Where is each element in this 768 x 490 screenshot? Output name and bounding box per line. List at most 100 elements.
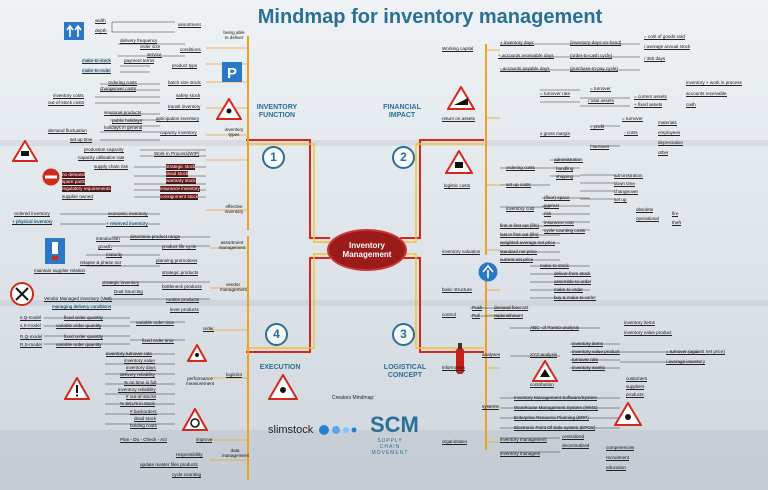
roadworks-sign-icon-2 [268,374,298,400]
label-maturity: maturity [106,252,123,258]
label-planning-promotions: planning promotions [156,258,198,264]
label-performance-measurement: performance measurement [185,376,215,386]
label-demand-fluctuation: demand fluctuation [48,128,87,134]
svg-text:P: P [227,65,237,82]
label-regulatory: regulatory requirements [62,186,111,192]
label-growth: growth [98,244,112,250]
label-contribution: contribution [530,382,554,388]
section-number-2: 2 [392,146,415,169]
label-no-demand: no demand [62,172,85,178]
label-administration-2: administration [614,173,643,179]
label-products: products [626,392,644,398]
label-operational: operational [636,216,659,222]
label-managing-delivery: managing delivery conditions [52,304,112,310]
label-dead-stock: dead stock [166,171,189,177]
label-safety-stock: safety stock [176,93,201,99]
section-inventory-function[interactable]: INVENTORY FUNCTION [256,104,298,119]
label-fifo: first in first out (fifo) [500,223,540,229]
label-suppliers: suppliers [626,384,645,390]
label-inventory-costs: inventory costs [53,93,84,99]
label-risk: risk [544,211,552,217]
scm-logo-subtitle: SUPPLY CHAIN MOVEMENT [371,438,409,456]
label-inventory-work-process: inventory + work in process [686,80,742,86]
label-introduction: introduction [96,236,120,242]
one-way-sign-icon [45,238,65,264]
label-inventory-value: inventory value [124,358,155,364]
label-spare-parts: spare parts [62,179,85,185]
credits-label: Creators Mindmap: [332,395,375,401]
label-supplier-owned: supplier owned [62,194,93,200]
label-depreciation: depreciation [658,140,684,146]
label-make-to-order: make-to-order [82,68,111,74]
label-assortment: assortment [178,22,201,28]
label-assortment-management: assortment management [218,240,246,250]
label-shipping: shipping [556,174,574,180]
label-accounts-receivable: accounts receivable [686,91,727,97]
label-out-of-stocks: # out-of-stocks [126,394,157,400]
label-turnover-3: = turnover [622,116,643,122]
label-weighted-average: weighted average net price [500,240,556,246]
label-strategic-products: strategic products [162,270,199,276]
label-fire: fire [672,211,679,217]
label-public-holidays: public holidays [112,118,143,124]
label-down-time: down time [614,181,635,187]
label-365-days: / 365 days [644,56,666,62]
label-dual-sourcing: Dual Sourcing [114,289,143,295]
label-turnover-rate: = turnover rate [540,91,571,97]
label-changeover-costs: changeover costs [100,86,137,92]
label-control: control [442,312,456,318]
section-execution[interactable]: EXECUTION [259,364,301,371]
label-inventory-days-on-hand: (inventory-days-on-hand) [570,40,622,46]
label-profit: = profit [590,124,605,130]
label-information: information [442,365,465,371]
label-competencies: competencies [606,445,635,451]
label-abc-pareto: ABC- of Pareto-analysis [530,325,580,331]
scm-logo: SCM [370,412,419,437]
label-recruitment: recruitment [606,455,629,461]
label-cost-of-goods-sold: = cost of goods sold [644,34,685,40]
label-costs: - costs [624,130,638,136]
label-turnover-against-net-price: = turnover (against net price) [666,349,725,355]
label-fixed-order-time: fixed order time [142,338,174,344]
exclamation-sign-icon [64,377,90,400]
label-turnover-1: = turnover [590,86,611,92]
central-node-label: Inventory Management [342,241,392,259]
label-erp: Enterprise Resource Planning (ERP) [514,415,589,421]
parking-sign-icon: P [222,62,242,82]
label-pdca: Plan - Do - Check - Act [120,437,167,443]
label-seasonal-products: seasonal products [104,110,142,116]
fire-extinguisher-icon [456,343,464,374]
label-other: other [658,150,669,156]
label-inventory-items-2: inventory items [572,341,603,347]
background-shelf [0,140,768,146]
label-variable-order-quantity-2: variable order quantity [56,342,102,348]
label-theft: theft [672,220,681,226]
label-fixed-order-quantity-1: fixed order quantity [64,315,104,321]
label-payable-days: - accounts payable days [500,66,550,72]
label-determine-range: determine product range [130,234,181,240]
label-inventory-days: + inventory days [500,40,534,46]
label-average-inventory: / average inventory [666,359,706,365]
label-receivable-days: + accounts receivable days [498,53,554,59]
slippery-sign-icon [445,150,473,174]
label-ordered-inventory: ordered inventory [14,211,50,217]
central-node[interactable]: Inventory Management [327,229,407,271]
label-payment-terms: payment terms [124,58,155,64]
label-update-master-files: update master files products [140,462,198,468]
label-push: Push [472,305,483,311]
label-lever-products: lever products [170,307,199,313]
label-strategic-inventory: strategic inventory [102,280,140,286]
section-financial-impact[interactable]: FINANCIAL IMPACT [383,104,421,119]
label-demand-forecast: demand forecast [494,305,529,311]
label-make-to-stock: make-to-stock [82,58,111,64]
slimstock-dots-icon [319,425,357,435]
label-ordering-costs: ordering costs [108,80,137,86]
label-economic-inventory: economic inventory [108,211,148,217]
section-number-1: 1 [262,146,285,169]
section-logistical-concept[interactable]: LOGISTICAL CONCEPT [383,364,427,379]
label-inventory-value-product-2: inventory value product [572,349,620,355]
label-insurance-inventory: insurance inventory [160,186,200,192]
label-backorders: # backorders [130,409,157,415]
label-make-to-order-3: make-to-order [554,287,583,293]
